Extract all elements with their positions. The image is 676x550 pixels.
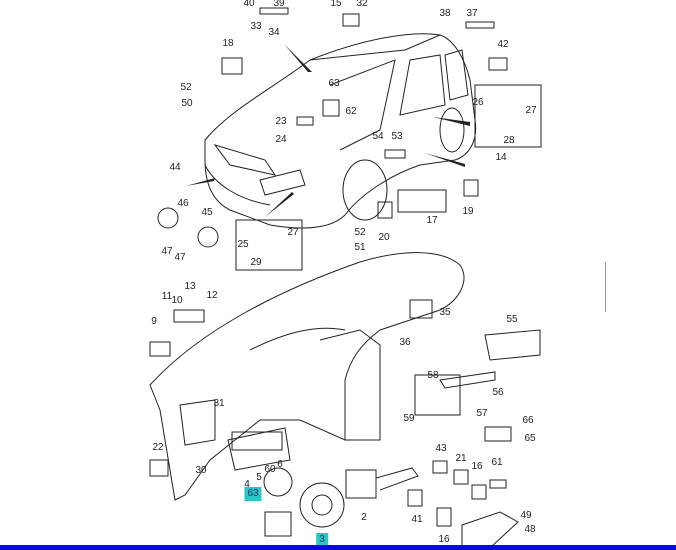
part-label-17: 17	[426, 215, 438, 226]
part-label-22: 22	[152, 442, 164, 453]
part-label-53: 53	[391, 131, 403, 142]
part-label-62: 62	[345, 106, 357, 117]
part-label-4: 4	[244, 479, 250, 490]
part-label-15: 15	[330, 0, 342, 9]
vehicle-outline	[204, 33, 477, 229]
part-label-25: 25	[237, 239, 249, 250]
highlighted-part-label-3[interactable]: 3	[316, 533, 328, 547]
part-label-27: 27	[287, 227, 299, 238]
part-label-46: 46	[177, 198, 189, 209]
part-label-6: 6	[277, 459, 283, 470]
inset-box-door	[474, 84, 542, 148]
part-label-44: 44	[169, 162, 181, 173]
part-label-18: 18	[222, 38, 234, 49]
part-label-47: 47	[161, 246, 173, 257]
part-label-10: 10	[171, 295, 183, 306]
part-label-41: 41	[411, 514, 423, 525]
part-label-23: 23	[275, 116, 287, 127]
part-label-11: 11	[161, 291, 173, 302]
part-label-50: 50	[181, 98, 193, 109]
part-label-57: 57	[476, 408, 488, 419]
part-label-54: 54	[372, 131, 384, 142]
part-label-37: 37	[466, 8, 478, 19]
part-label-56: 56	[492, 387, 504, 398]
part-label-61: 61	[491, 457, 503, 468]
dashboard-outline	[149, 252, 541, 501]
part-label-35: 35	[439, 307, 451, 318]
part-label-12: 12	[206, 290, 218, 301]
part-label-66: 66	[522, 415, 534, 426]
part-label-65: 65	[524, 433, 536, 444]
part-label-47: 47	[174, 252, 186, 263]
part-label-21: 21	[455, 453, 467, 464]
part-label-13: 13	[184, 281, 196, 292]
part-label-16: 16	[471, 461, 483, 472]
part-label-40: 40	[243, 0, 255, 9]
part-label-45: 45	[201, 207, 213, 218]
part-label-52: 52	[354, 227, 366, 238]
part-label-28: 28	[503, 135, 515, 146]
part-label-2: 2	[361, 512, 367, 523]
part-label-42: 42	[497, 39, 509, 50]
part-label-49: 49	[520, 510, 532, 521]
part-label-29: 29	[250, 257, 262, 268]
part-label-26: 26	[472, 97, 484, 108]
part-label-51: 51	[354, 242, 366, 253]
pointer-lines	[186, 44, 470, 217]
part-label-24: 24	[275, 134, 287, 145]
part-label-20: 20	[378, 232, 390, 243]
part-label-52: 52	[180, 82, 192, 93]
part-label-33: 33	[250, 21, 262, 32]
bottom-bar	[0, 545, 676, 550]
part-label-30: 30	[195, 465, 207, 476]
part-label-60: 60	[264, 464, 276, 475]
part-label-58: 58	[427, 370, 439, 381]
part-label-38: 38	[439, 8, 451, 19]
part-label-14: 14	[495, 152, 507, 163]
scroll-marker	[605, 262, 606, 312]
part-label-36: 36	[399, 337, 411, 348]
part-label-59: 59	[403, 413, 415, 424]
component-sketches	[149, 7, 519, 549]
part-label-32: 32	[356, 0, 368, 9]
highlighted-part-label-63[interactable]: 63	[244, 487, 262, 501]
part-label-31: 31	[213, 398, 225, 409]
part-label-63: 63	[328, 78, 340, 89]
part-label-27: 27	[525, 105, 537, 116]
part-label-16: 16	[438, 534, 450, 545]
part-label-43: 43	[435, 443, 447, 454]
part-label-34: 34	[268, 27, 280, 38]
part-label-39: 39	[273, 0, 285, 9]
inset-box-hood	[235, 219, 303, 271]
part-label-55: 55	[506, 314, 518, 325]
part-label-48: 48	[524, 524, 536, 535]
part-label-5: 5	[256, 472, 262, 483]
part-label-9: 9	[151, 316, 157, 327]
part-label-19: 19	[462, 206, 474, 217]
